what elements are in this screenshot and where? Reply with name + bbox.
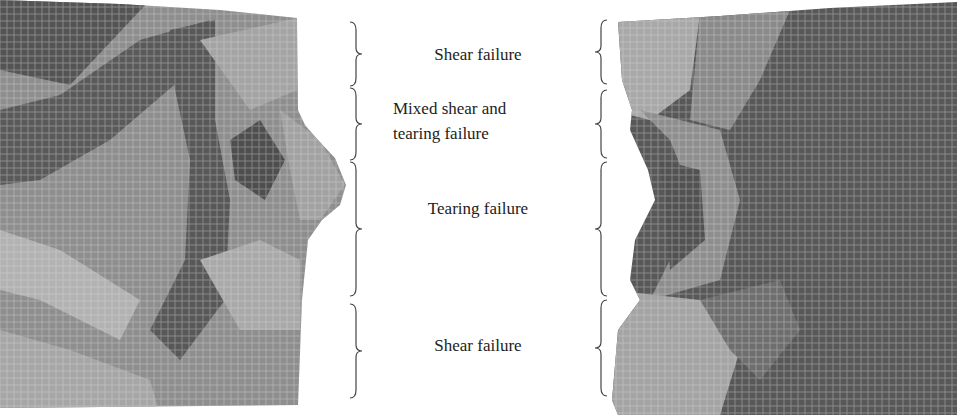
right-mesh [600, 0, 957, 415]
left-mesh [0, 0, 360, 415]
region-label: Shear failure [370, 333, 586, 358]
brace [595, 162, 607, 296]
bracket-group [350, 20, 607, 398]
brace [350, 22, 362, 86]
brace [595, 20, 607, 84]
brace [595, 300, 607, 396]
brace [350, 304, 362, 398]
region-label: Mixed shear and tearing failure [393, 96, 533, 146]
brace [350, 162, 362, 296]
brace [350, 88, 362, 160]
brace [595, 90, 607, 158]
region-label: Shear failure [370, 42, 586, 67]
region-label: Tearing failure [370, 196, 586, 221]
